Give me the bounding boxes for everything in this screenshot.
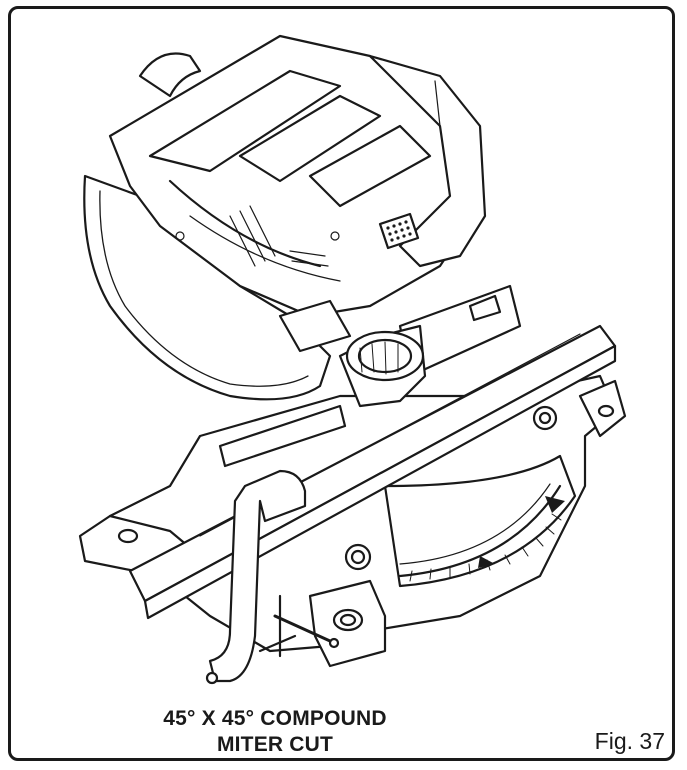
scale-pointer — [478, 556, 495, 568]
caption-line-1: 45° X 45° COMPOUND — [163, 707, 387, 730]
scale-pointer — [545, 496, 565, 513]
vent-grille — [378, 212, 420, 250]
handle — [138, 52, 202, 98]
figure-number: Fig. 37 — [594, 728, 665, 754]
figure-caption: 45° X 45° COMPOUND MITER CUT — [150, 706, 400, 758]
head-detail — [175, 205, 340, 267]
c-clamp — [205, 469, 340, 685]
right-mount-lug — [578, 379, 627, 438]
guard-link — [278, 299, 352, 353]
motor-housing — [368, 54, 487, 268]
front-block — [308, 579, 387, 668]
bevel-knob — [344, 405, 558, 571]
blade-guard — [83, 174, 332, 401]
miter-saw-illustration — [78, 34, 627, 685]
bevel-arm — [338, 324, 427, 408]
caption-line-2: MITER CUT — [216, 733, 334, 756]
